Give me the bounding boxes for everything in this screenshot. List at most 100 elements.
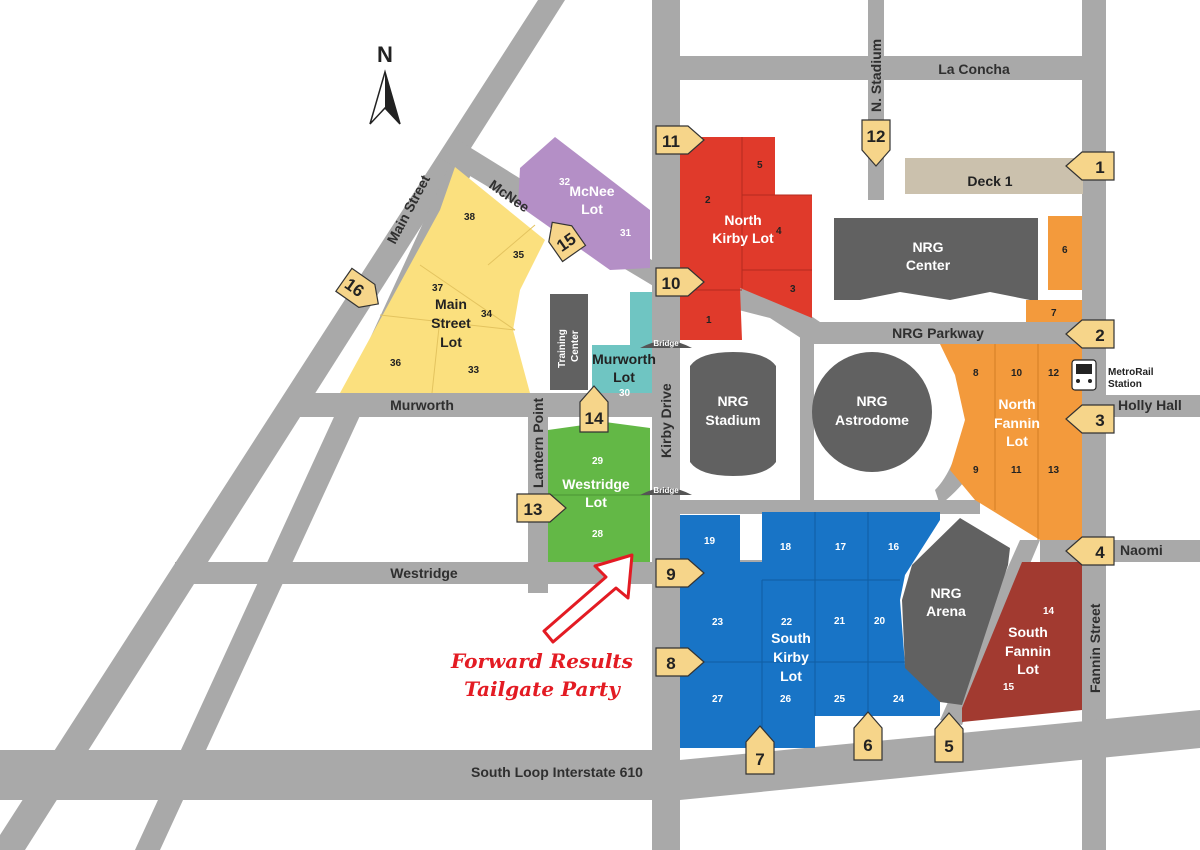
gate-11[interactable]: 11: [655, 125, 705, 155]
gate-8[interactable]: 8: [655, 647, 705, 677]
lot-murworth-label-2: Lot: [613, 369, 635, 385]
road-between-stadiums: [800, 330, 814, 520]
gate-12[interactable]: 12: [861, 119, 891, 167]
lot-north-kirby[interactable]: [680, 137, 812, 340]
gate-4-number: 4: [1095, 543, 1105, 562]
road-south-loop: [0, 710, 1200, 800]
lot-south-fannin-section: 15: [1003, 682, 1015, 693]
nrg-stadium-label-1: NRG: [717, 393, 748, 409]
lot-main-street-section: 36: [390, 358, 402, 369]
lot-mcnee[interactable]: [518, 137, 650, 270]
gate-12-number: 12: [867, 127, 886, 146]
lot-south-kirby-section: 26: [780, 694, 792, 705]
gate-16[interactable]: 16: [335, 267, 386, 315]
lot-main-street-section: 33: [468, 365, 480, 376]
lot-main-street-section: 38: [464, 212, 476, 223]
gate-14[interactable]: 14: [579, 385, 609, 433]
gate-3[interactable]: 3: [1065, 404, 1115, 434]
gate-10-number: 10: [662, 274, 681, 293]
south-kirby-grid: [680, 512, 905, 748]
compass-label: N: [377, 42, 393, 67]
gate-3-number: 3: [1095, 411, 1104, 430]
gate-7-number: 7: [755, 750, 764, 769]
nrg-astrodome-label-2: Astrodome: [835, 412, 909, 428]
lot-south-kirby-section: 24: [893, 694, 905, 705]
road-nrg-parkway: [680, 268, 1106, 344]
lot-main-street-label-1: Main: [435, 296, 467, 312]
lot-westridge[interactable]: [548, 422, 650, 562]
lot-south-kirby-label-3: Lot: [780, 668, 802, 684]
lot-south-kirby-section: 25: [834, 694, 846, 705]
lot-section-6-label: 6: [1062, 245, 1068, 256]
lot-south-fannin-label-3: Lot: [1017, 661, 1039, 677]
lot-north-fannin-section: 10: [1011, 368, 1023, 379]
lot-murworth[interactable]: [592, 292, 652, 393]
nrg-arena-label-2: Arena: [926, 603, 966, 619]
street-nrg-parkway: NRG Parkway: [892, 325, 984, 341]
gate-6[interactable]: 6: [853, 711, 883, 761]
metrorail-icon-light: [1076, 379, 1080, 383]
lot-main-street-section: 34: [481, 309, 493, 320]
lot-mcnee-label-2: Lot: [581, 201, 603, 217]
lot-south-kirby-section: 20: [874, 616, 886, 627]
training-center: [550, 294, 588, 390]
nrg-arena-label-1: NRG: [930, 585, 961, 601]
training-center-label-1: Training: [557, 329, 568, 368]
metrorail-station: MetroRail Station: [1071, 359, 1154, 391]
gate-2-number: 2: [1095, 326, 1104, 345]
lot-deck-1[interactable]: [905, 158, 1083, 194]
lot-main-street-section: 35: [513, 250, 525, 261]
metrorail-label-2: Station: [1108, 379, 1142, 390]
lot-south-fannin[interactable]: [962, 562, 1082, 722]
street-n-stadium: N. Stadium: [868, 39, 884, 112]
lot-north-fannin[interactable]: [940, 344, 1082, 540]
gate-9[interactable]: 9: [655, 558, 705, 588]
lot-south-kirby-section: 19: [704, 536, 716, 547]
street-naomi: Naomi: [1120, 542, 1163, 558]
gate-13[interactable]: 13: [516, 493, 567, 523]
street-la-concha: La Concha: [938, 61, 1010, 77]
street-south-loop: South Loop Interstate 610: [471, 764, 643, 780]
lot-deck-1-label: Deck 1: [967, 173, 1012, 189]
lot-murworth-label-1: Murworth: [592, 351, 656, 367]
gate-1[interactable]: 1: [1065, 151, 1115, 181]
promo-line-2: Tailgate Party: [464, 677, 621, 701]
nrg-astrodome: [812, 352, 932, 472]
gate-6-number: 6: [863, 736, 872, 755]
lot-divider: [419, 264, 516, 331]
lot-north-kirby-section: 3: [790, 284, 796, 295]
gate-5[interactable]: 5: [934, 712, 964, 763]
lot-north-fannin-label-1: North: [998, 396, 1035, 412]
street-kirby-drive: Kirby Drive: [658, 383, 674, 458]
gate-7[interactable]: 7: [745, 725, 775, 775]
lot-north-fannin-label-2: Fannin: [994, 415, 1040, 431]
lot-north-fannin-section: 12: [1048, 368, 1060, 379]
lot-mcnee-label-1: McNee: [569, 183, 614, 199]
road-lantern-point: [528, 393, 548, 593]
gate-10[interactable]: 10: [655, 267, 705, 297]
gate-4[interactable]: 4: [1065, 536, 1115, 566]
gate-11-number: 11: [662, 132, 680, 151]
lot-section-7[interactable]: [1026, 300, 1082, 322]
bridge-north-label: Bridge: [653, 339, 679, 348]
street-holly-hall: Holly Hall: [1118, 397, 1182, 413]
lot-north-fannin-section: 13: [1048, 465, 1060, 476]
promo-line-1: Forward Results: [450, 649, 633, 673]
nrg-stadium-label-2: Stadium: [705, 412, 760, 428]
lot-south-kirby-section: 27: [712, 694, 724, 705]
gate-2[interactable]: 2: [1065, 319, 1115, 349]
lot-north-kirby-label-1: North: [724, 212, 761, 228]
nrg-arena: [902, 518, 1010, 705]
gate-13-number: 13: [524, 500, 543, 519]
lot-section-6[interactable]: [1048, 216, 1082, 290]
compass: N: [369, 42, 401, 125]
gate-9-number: 9: [666, 565, 675, 584]
gate-1-number: 1: [1095, 158, 1104, 177]
lot-south-fannin-label-1: South: [1008, 624, 1048, 640]
gate-15[interactable]: 15: [541, 214, 587, 263]
lot-south-kirby[interactable]: [680, 512, 940, 748]
nrg-center-label-1: NRG: [912, 239, 943, 255]
street-murworth: Murworth: [390, 397, 454, 413]
lot-north-kirby-section: 2: [705, 195, 711, 206]
